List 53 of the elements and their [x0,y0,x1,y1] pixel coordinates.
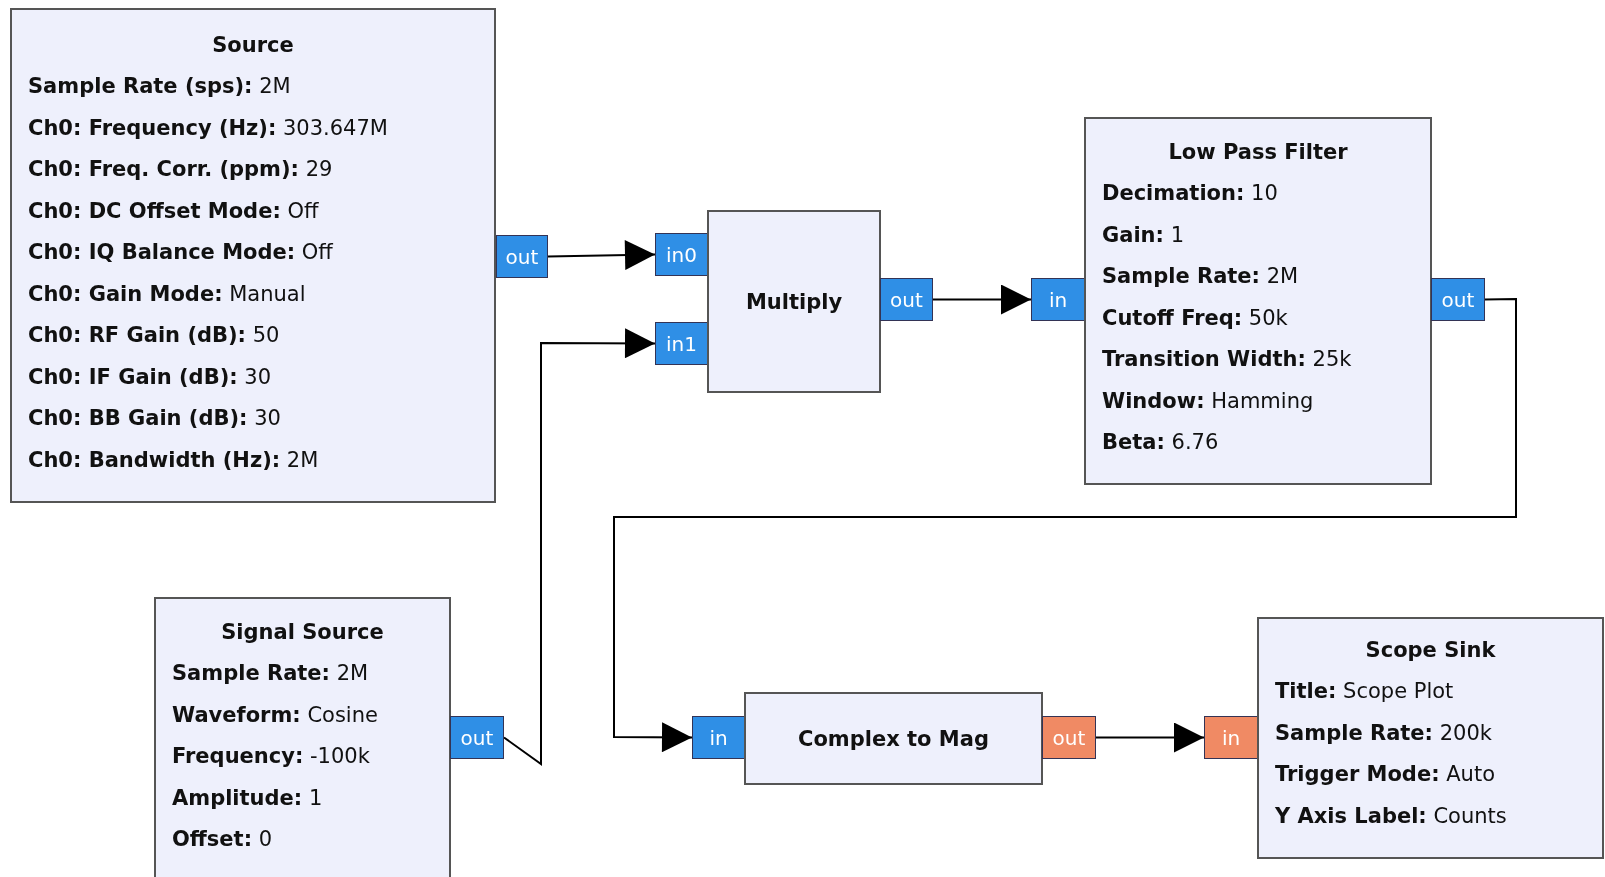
block-box [1257,617,1604,859]
parameter-text: Y Axis Label: Counts [1274,802,1508,830]
connector-arrow [547,240,656,271]
parameter-text: Ch0: IF Gain (dB): 30 [27,363,273,391]
input-port: in1 [655,322,708,365]
parameter-text: Trigger Mode: Auto [1274,761,1496,788]
block-title: Multiply [745,288,843,316]
connector-arrow [1095,722,1205,753]
input-port: in0 [655,233,708,276]
block-title: Source [211,32,295,59]
parameter-text: Window: Hamming [1101,387,1315,415]
output-port: out [496,235,548,278]
connector-arrow [503,328,656,766]
parameter-text: Ch0: RF Gain (dB): 50 [27,322,281,349]
input-port: in [1031,278,1085,321]
parameter-text: Offset: 0 [171,826,274,853]
block-title: Low Pass Filter [1167,139,1349,166]
block-box [744,692,1043,785]
block-title: Scope Sink [1364,637,1497,664]
output-port: out [1042,716,1096,759]
parameter-text: Cutoff Freq: 50k [1101,304,1289,332]
parameter-text: Ch0: Gain Mode: Manual [27,280,307,308]
parameter-text: Transition Width: 25k [1101,346,1353,373]
block-box [1084,117,1432,485]
parameter-text: Gain: 1 [1101,221,1185,249]
block-box [154,597,451,877]
parameter-text: Sample Rate (sps): 2M [27,73,292,100]
block-title: Complex to Mag [798,725,989,753]
output-port: out [1431,278,1485,321]
parameter-text: Amplitude: 1 [171,784,324,812]
input-port: in [1204,716,1258,759]
parameter-text: Ch0: Freq. Corr. (ppm): 29 [27,156,334,183]
parameter-text: Ch0: Bandwidth (Hz): 2M [27,446,320,474]
parameter-text: Ch0: Frequency (Hz): 303.647M [27,114,389,142]
parameter-text: Title: Scope Plot [1274,678,1455,705]
parameter-text: Sample Rate: 2M [1101,263,1300,290]
connector-arrow [613,298,1517,753]
parameter-text: Decimation: 10 [1101,180,1279,207]
parameter-text: Ch0: IQ Balance Mode: Off [27,239,334,266]
connector-arrow [932,284,1032,315]
output-port: out [880,278,933,321]
block-box [10,8,496,503]
parameter-text: Ch0: DC Offset Mode: Off [27,197,320,225]
parameter-text: Sample Rate: 2M [171,660,370,687]
block-title: Signal Source [220,619,385,646]
parameter-text: Sample Rate: 200k [1274,719,1493,747]
parameter-text: Waveform: Cosine [171,701,379,729]
parameter-text: Ch0: BB Gain (dB): 30 [27,405,282,432]
parameter-text: Beta: 6.76 [1101,429,1220,456]
parameter-text: Frequency: -100k [171,743,371,770]
output-port: out [450,716,504,759]
block-box [707,210,881,393]
input-port: in [692,716,745,759]
